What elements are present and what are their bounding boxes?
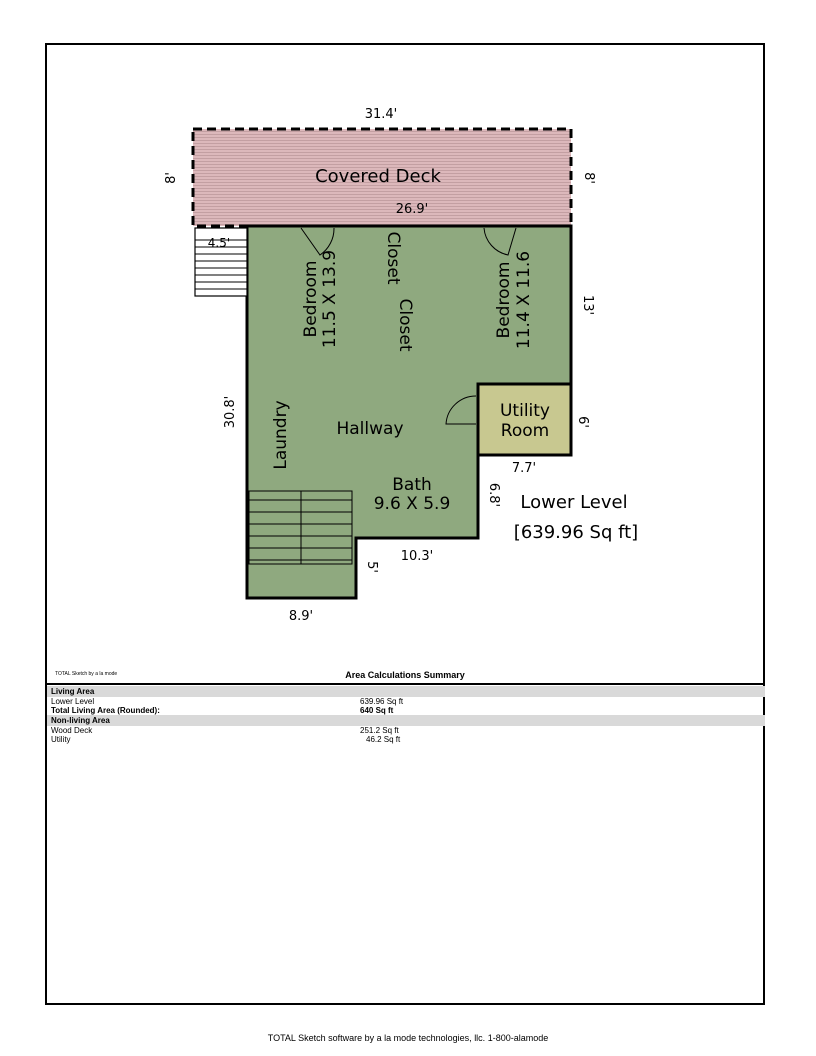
table-row: Wood Deck 251.2 Sq ft bbox=[47, 726, 765, 735]
lower-level-value: 639.96 Sq ft bbox=[360, 697, 404, 706]
summary-divider bbox=[45, 683, 765, 685]
bedroom-left-label: Bedroom bbox=[301, 261, 321, 338]
summary-header: TOTAL Sketch by a la mode Area Calculati… bbox=[45, 668, 765, 683]
dim-notch: 5' bbox=[364, 561, 379, 573]
living-area-header: Living Area bbox=[51, 687, 95, 696]
wood-deck-value: 251.2 Sq ft bbox=[360, 726, 399, 735]
utility-label: Utility bbox=[51, 735, 71, 744]
dim-stair-width: 4.5' bbox=[208, 236, 230, 250]
floor-plan-sketch: Covered Deck Bedroom 11.5 X 13.9 Closet … bbox=[164, 107, 638, 624]
dim-bottom: 8.9' bbox=[289, 609, 313, 624]
living-area-outline bbox=[245, 224, 573, 600]
footer-text: TOTAL Sketch software by a la mode techn… bbox=[267, 1033, 549, 1043]
closet-label-2: Closet bbox=[395, 299, 415, 352]
bedroom-right-label: Bedroom bbox=[494, 262, 514, 339]
total-living-label: Total Living Area (Rounded): bbox=[51, 706, 160, 715]
interior-stairs bbox=[248, 490, 353, 565]
non-living-area-header: Non-living Area bbox=[51, 716, 110, 725]
utility-room-label-line1: Utility bbox=[500, 401, 550, 421]
wood-deck-label: Wood Deck bbox=[51, 726, 93, 735]
table-row: Lower Level 639.96 Sq ft bbox=[47, 697, 765, 706]
summary-title: Area Calculations Summary bbox=[345, 670, 465, 680]
brand-label: TOTAL Sketch by a la mode bbox=[55, 671, 118, 677]
closet-label-1: Closet bbox=[383, 232, 403, 285]
dim-right-upper: 13' bbox=[580, 295, 595, 315]
hallway-label: Hallway bbox=[336, 419, 403, 439]
covered-deck-label: Covered Deck bbox=[315, 166, 441, 187]
bedroom-right-dimensions: 11.4 X 11.6 bbox=[514, 251, 534, 349]
table-row: Total Living Area (Rounded): 640 Sq ft bbox=[47, 706, 765, 715]
exterior-stairs bbox=[194, 227, 248, 297]
dim-utility-right: 6' bbox=[575, 416, 590, 428]
utility-value: 46.2 Sq ft bbox=[366, 735, 401, 744]
dim-top: 31.4' bbox=[365, 107, 398, 122]
dim-bath-bottom: 10.3' bbox=[401, 549, 434, 564]
lower-level-label: Lower Level bbox=[51, 697, 95, 706]
dim-bath-right: 6.8' bbox=[486, 483, 501, 507]
utility-room-label-line2: Room bbox=[501, 421, 549, 441]
door-swing-bedroom-left bbox=[300, 227, 335, 256]
utility-room-area bbox=[476, 382, 573, 457]
dim-deck-bottom: 26.9' bbox=[396, 202, 429, 217]
covered-deck-area bbox=[191, 127, 573, 228]
dim-deck-right: 8' bbox=[581, 172, 596, 184]
door-swing-utility bbox=[445, 395, 477, 425]
dim-left-side: 30.8' bbox=[223, 396, 238, 429]
dim-utility-bottom: 7.7' bbox=[512, 461, 536, 476]
area-summary-table: Living Area Lower Level 639.96 Sq ft Tot… bbox=[47, 686, 765, 744]
bath-label: Bath bbox=[392, 475, 432, 495]
bedroom-left-dimensions: 11.5 X 13.9 bbox=[320, 250, 340, 348]
laundry-label: Laundry bbox=[271, 400, 291, 469]
level-area-label: [639.96 Sq ft] bbox=[514, 522, 638, 543]
non-living-area-section: Non-living Area bbox=[47, 715, 765, 726]
door-swing-bedroom-right bbox=[483, 227, 517, 256]
total-living-value: 640 Sq ft bbox=[360, 706, 394, 715]
bath-dimensions: 9.6 X 5.9 bbox=[374, 494, 451, 514]
table-row: Utility 46.2 Sq ft bbox=[47, 735, 765, 744]
dim-deck-left: 8' bbox=[164, 172, 179, 184]
living-area-section: Living Area bbox=[47, 686, 765, 697]
level-name-label: Lower Level bbox=[520, 492, 627, 513]
